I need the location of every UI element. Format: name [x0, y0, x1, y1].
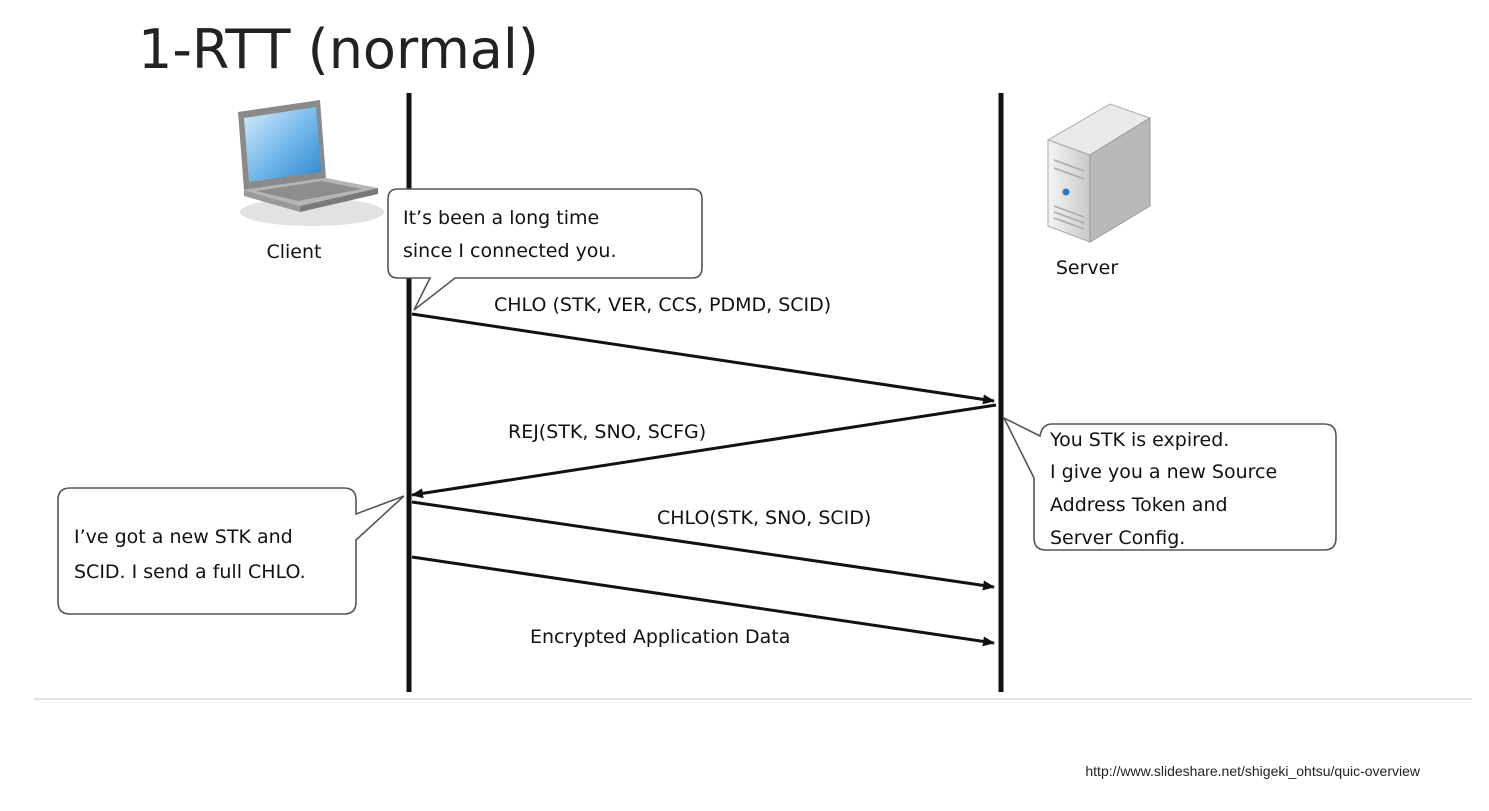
speech-bubble-client-intro: It’s been a long time since I connected …: [387, 188, 703, 311]
page-title: 1-RTT (normal): [138, 18, 539, 81]
message-2: REJ(STK, SNO, SCFG): [411, 403, 997, 499]
server-tower-icon: [1046, 103, 1152, 243]
laptop-icon: [238, 100, 384, 226]
message-arrow-3: [411, 500, 995, 591]
message-1: CHLO (STK, VER, CCS, PDMD, SCID): [411, 294, 995, 405]
client-label: Client: [266, 241, 321, 263]
message-4: Encrypted Application Data: [411, 555, 995, 648]
bubble-server-reply-line-4: Server Config.: [1050, 527, 1185, 549]
message-arrow-2: [411, 403, 997, 499]
bubble-server-reply-line-2: I give you a new Source: [1050, 461, 1277, 483]
bubble-client-followup-line-2: SCID. I send a full CHLO.: [74, 561, 306, 583]
server-label: Server: [1056, 257, 1118, 279]
message-label-3: CHLO(STK, SNO, SCID): [657, 507, 871, 529]
bubble-client-intro-line-1: It’s been a long time: [403, 207, 599, 229]
bubble-client-intro-line-2: since I connected you.: [403, 240, 617, 262]
bubble-client-followup-line-1: I’ve got a new STK and: [74, 526, 293, 548]
message-arrow-4: [411, 555, 995, 647]
message-label-4: Encrypted Application Data: [530, 626, 790, 648]
message-3: CHLO(STK, SNO, SCID): [411, 500, 995, 591]
message-label-1: CHLO (STK, VER, CCS, PDMD, SCID): [494, 294, 831, 316]
speech-bubble-server-reply: You STK is expired. I give you a new Sou…: [1002, 416, 1337, 551]
speech-bubble-client-followup: I’ve got a new STK and SCID. I send a fu…: [57, 487, 405, 615]
source-url: http://www.slideshare.net/shigeki_ohtsu/…: [1085, 763, 1421, 779]
bubble-server-reply-line-3: Address Token and: [1050, 494, 1228, 516]
bubble-server-reply-line-1: You STK is expired.: [1049, 429, 1229, 451]
message-label-2: REJ(STK, SNO, SCFG): [508, 421, 706, 443]
message-arrow-1: [411, 312, 995, 405]
